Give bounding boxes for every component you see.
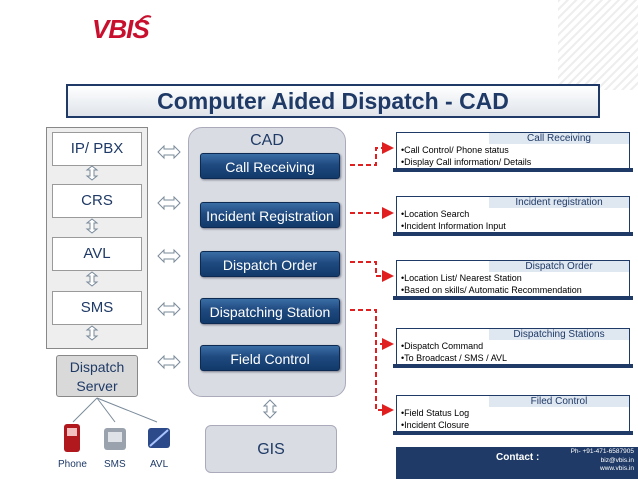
cad-module-call-receiving: Call Receiving (200, 153, 340, 179)
detail-line: •Dispatch Command (401, 341, 484, 351)
decorative-strip (558, 0, 638, 90)
detail-line: •Location List/ Nearest Station (401, 273, 522, 283)
device-label-avl: AVL (150, 459, 169, 470)
detail-heading: Call Receiving (489, 133, 629, 144)
double-arrow-icon (262, 399, 278, 419)
detail-line: •Display Call information/ Details (401, 157, 532, 167)
detail-line: •Location Search (401, 209, 470, 219)
dispatch-server-label: Dispatch Server (69, 359, 125, 394)
cad-module-incident-registration: Incident Registration (200, 202, 340, 228)
double-arrow-icon (85, 271, 99, 287)
double-arrow-icon (157, 144, 181, 160)
detail-line: •Incident Information Input (401, 221, 506, 231)
double-arrow-icon (85, 165, 99, 181)
contact-email[interactable]: biz@vbis.in (600, 456, 634, 464)
sms-box: SMS (52, 291, 142, 325)
detail-dispatch-order: Dispatch Order •Location List/ Nearest S… (393, 260, 633, 300)
double-arrow-icon (157, 248, 181, 264)
logo-text: VBIS (92, 14, 150, 44)
sms-icon (104, 428, 126, 450)
avl-box: AVL (52, 237, 142, 271)
avl-satellite-icon (148, 428, 170, 448)
cad-module-dispatching-station: Dispatching Station (200, 298, 340, 324)
detail-heading: Dispatch Order (489, 261, 629, 272)
cad-title: CAD (250, 132, 284, 149)
ip-pbx-box: IP/ PBX (52, 132, 142, 166)
detail-heading: Incident registration (489, 197, 629, 208)
detail-line: •Incident Closure (401, 420, 470, 430)
device-label-phone: Phone (58, 459, 87, 470)
vbis-logo: VBIS (92, 14, 164, 44)
dispatch-server-box: Dispatch Server (56, 355, 138, 397)
contact-web[interactable]: www.vbis.in (600, 465, 634, 472)
logo-swoosh-icon (138, 15, 152, 23)
detail-dispatching-stations: Dispatching Stations •Dispatch Command •… (393, 328, 633, 368)
cad-module-field-control: Field Control (200, 345, 340, 371)
detail-line: •Based on skills/ Automatic Recommendati… (401, 285, 582, 295)
double-arrow-icon (157, 195, 181, 211)
contact-label: Contact : (496, 452, 540, 463)
detail-heading: Filed Control (489, 396, 629, 407)
detail-incident-registration: Incident registration •Location Search •… (393, 196, 633, 236)
double-arrow-icon (157, 301, 181, 317)
cad-module-dispatch-order: Dispatch Order (200, 251, 340, 277)
double-arrow-icon (85, 218, 99, 234)
contact-phone: Ph- +91-471-6587905 (570, 448, 634, 455)
double-arrow-icon (157, 354, 181, 370)
detail-line: •Call Control/ Phone status (401, 145, 509, 155)
double-arrow-icon (85, 325, 99, 341)
detail-line: •To Broadcast / SMS / AVL (401, 353, 508, 363)
device-label-sms: SMS (104, 459, 126, 470)
gis-box: GIS (205, 425, 337, 473)
title-banner (66, 84, 600, 118)
detail-call-receiving: Call Receiving •Call Control/ Phone stat… (393, 132, 633, 172)
phone-icon (64, 424, 80, 452)
detail-line: •Field Status Log (401, 408, 470, 418)
crs-box: CRS (52, 184, 142, 218)
detail-filed-control: Filed Control •Field Status Log •Inciden… (393, 395, 633, 435)
contact-details: Ph- +91-471-6587905 biz@vbis.in www.vbis… (556, 448, 634, 474)
detail-heading: Dispatching Stations (489, 329, 629, 340)
footer-bar (396, 447, 638, 479)
page-title: Computer Aided Dispatch - CAD (157, 88, 509, 114)
